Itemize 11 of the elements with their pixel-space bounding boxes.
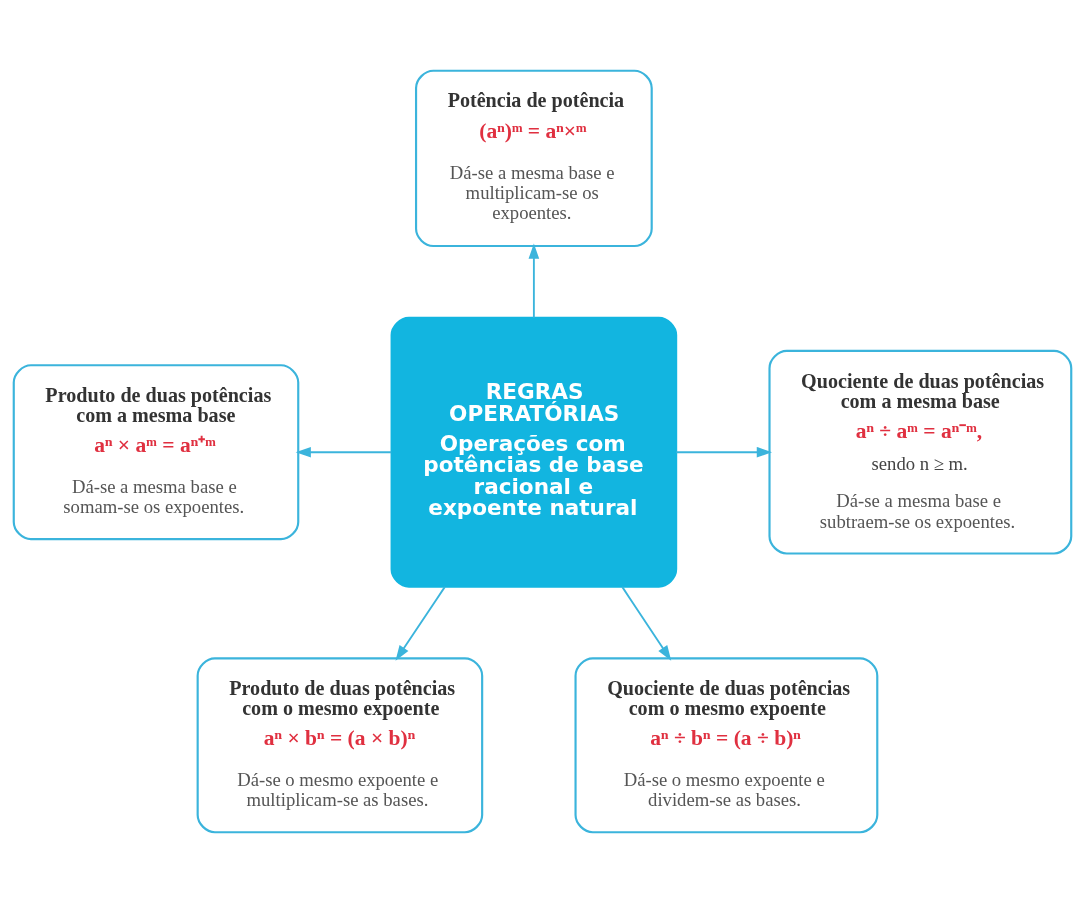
arrow [528,243,540,319]
arrow [295,446,393,458]
arrow [395,585,446,661]
node-box: Potência de potência (aⁿ)ᵐ = aⁿ×ᵐ Dá-se a mesma base e multiplicam-se os expoentes. [415,69,653,247]
node-box: Quociente de duas potências com a mesma base aⁿ ÷ aᵐ = aⁿ⁻ᵐ, sendo n ≥ m. Dá-se a mesma base e subtraem-se os expoentes. [768,349,1073,555]
node-box: Produto de duas potências com a mesma base aⁿ × aᵐ = aⁿ⁺ᵐ Dá-se a mesma base e somam-se os expoentes. [12,363,300,540]
arrow [621,585,672,661]
arrow [675,446,772,458]
node-box: REGRAS OPERATÓRIAS Operações com potências de base racional e expoente natural [390,316,678,588]
node-box: Produto de duas potências com o mesmo expoente aⁿ × bⁿ = (a × b)ⁿ Dá-se o mesmo expoente e multiplicam-se as bases. [196,656,484,833]
node-box: Quociente de duas potências com o mesmo expoente aⁿ ÷ bⁿ = (a ÷ b)ⁿ Dá-se o mesmo expoente e dividem-se as bases. [574,656,879,833]
